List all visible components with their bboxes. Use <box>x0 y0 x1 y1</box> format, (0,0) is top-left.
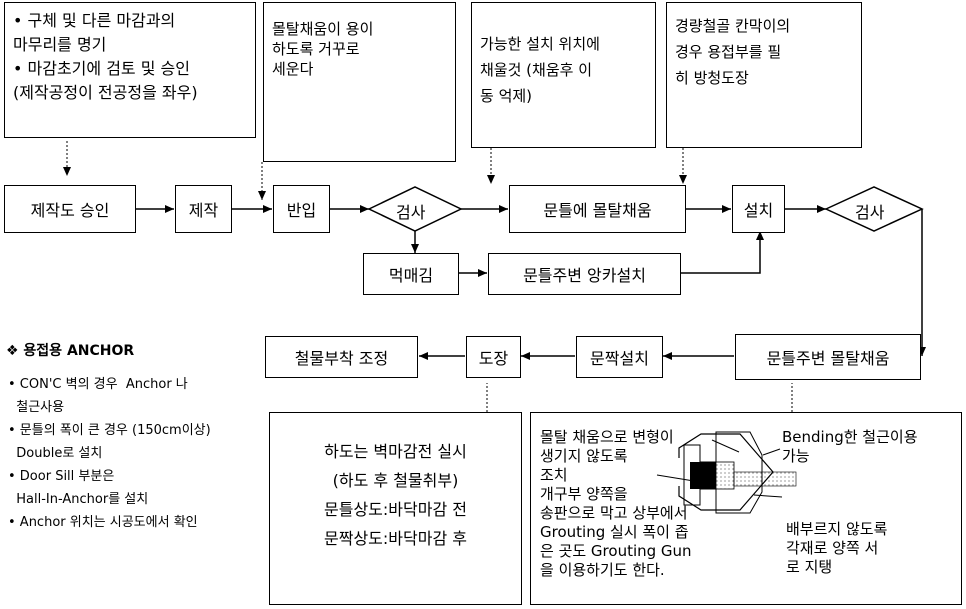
step-install: 설치 <box>732 185 785 233</box>
bending-note: Bending한 철근이용 가능 <box>782 428 918 465</box>
step-delivery: 반입 <box>273 185 330 233</box>
note-leaders <box>63 141 793 412</box>
step-perimeter-mortar: 문틀주변 몰탈채움 <box>735 334 921 380</box>
bracing-note: 배부르지 않도록 각재로 양쪽 서 로 지탱 <box>786 520 888 576</box>
flow-connectors <box>136 205 926 360</box>
grouting-text: 몰탈 채움으로 변형이 생기지 않도록 조치 개구부 양쪽을 송판으로 막고 상… <box>540 428 692 579</box>
step-leaf-install: 문짝설치 <box>576 336 663 378</box>
step-painting: 도장 <box>466 336 521 378</box>
step-ink-marking: 먹매김 <box>363 253 459 295</box>
grouting-section-sketch <box>656 431 797 514</box>
anchor-item: • Anchor 위치는 시공도에서 확인 <box>8 515 198 530</box>
inspection1-diamond <box>367 186 463 232</box>
anchor-item: Double로 설치 <box>8 446 103 461</box>
step-fabrication: 제작 <box>175 185 232 233</box>
note-painting: 하도는 벽마감전 실시 (하도 후 철물취부) 문틀상도:바닥마감 전 문짝상도… <box>269 412 522 605</box>
anchor-item: • Door Sill 부분은 <box>8 469 115 484</box>
note-coordination: • 구체 및 다른 마감과의 마무리를 명기 • 마감초기에 검토 및 승인 (… <box>4 2 256 138</box>
note-upside-down: 몰탈채움이 용이 하도록 거꾸로 세운다 <box>263 2 456 162</box>
step-anchor-install: 문틀주변 앙카설치 <box>488 253 681 295</box>
anchor-title: ❖ 용접용 ANCHOR <box>6 343 135 359</box>
anchor-item: • CON'C 벽의 경우 Anchor 나 <box>8 377 188 392</box>
note-grouting <box>530 412 962 605</box>
step-hardware-adjust: 철물부착 조정 <box>265 336 418 378</box>
step-inspection2: 검사 <box>855 203 885 222</box>
anchor-item: • 문틀의 폭이 큰 경우 (150cm이상) <box>8 423 211 438</box>
note-fill-location: 가능한 설치 위치에 채울것 (채움후 이 동 억제) <box>471 2 656 148</box>
step-drawing-approval: 제작도 승인 <box>4 185 136 233</box>
anchor-item: 철근사용 <box>8 400 65 415</box>
step-inspection1: 검사 <box>396 203 426 222</box>
step-frame-mortar-fill: 문틀에 몰탈채움 <box>509 185 686 233</box>
note-rust-proofing: 경량철골 칸막이의 경우 용접부를 필 히 방청도장 <box>666 2 862 148</box>
anchor-item: Hall-In-Anchor를 설치 <box>8 492 149 507</box>
anchor-list: • CON'C 벽의 경우 Anchor 나 철근사용 • 문틀의 폭이 큰 경… <box>8 373 211 534</box>
inspection2-diamond <box>824 186 924 232</box>
